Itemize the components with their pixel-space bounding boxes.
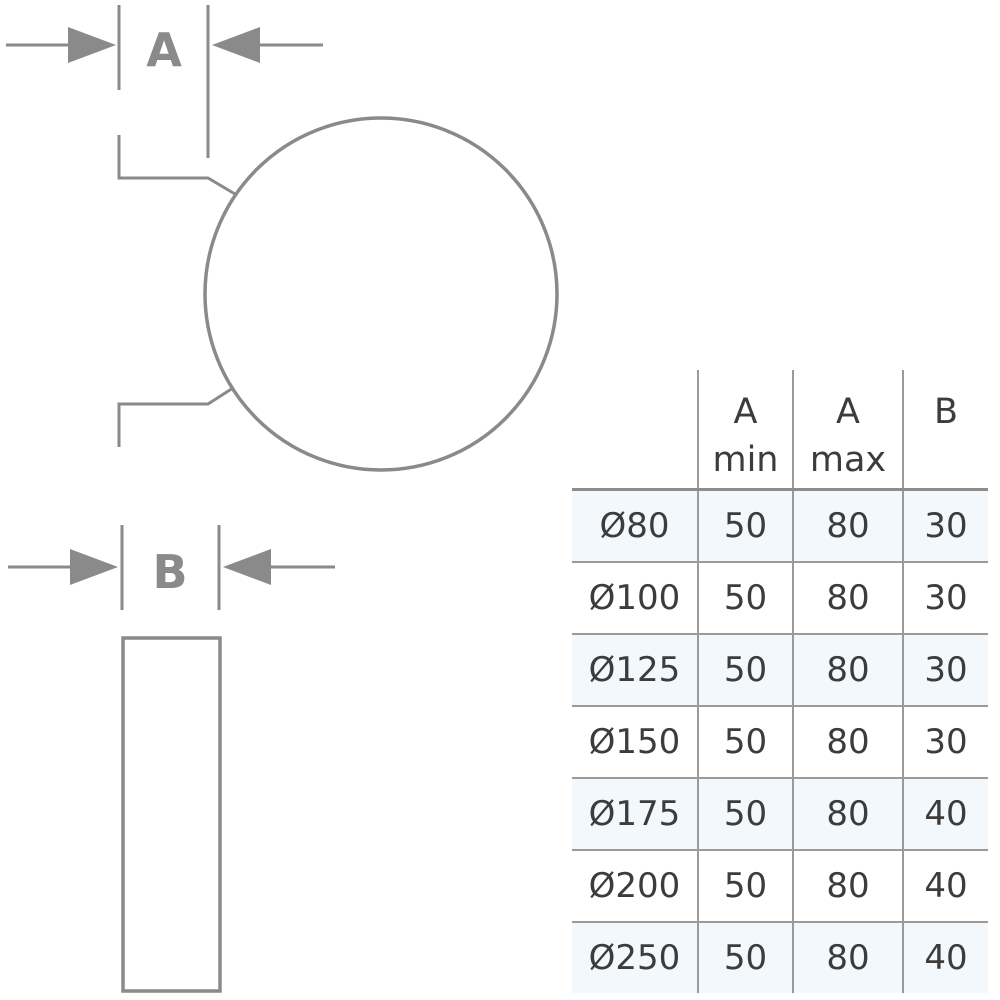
dimension-table: A min A max B Ø80 50 80 30 Ø100 50 80 30… xyxy=(572,370,988,993)
cell-a-max: 80 xyxy=(792,705,903,778)
cell-a-max: 80 xyxy=(792,921,903,993)
cell-a-min: 50 xyxy=(697,705,793,778)
header-a-min: A min xyxy=(697,370,793,491)
cell-diameter: Ø150 xyxy=(572,705,698,778)
dimension-b-label: B xyxy=(152,545,187,599)
cell-diameter: Ø125 xyxy=(572,633,698,706)
dimension-b-left-arrowhead xyxy=(70,549,118,585)
header-b-line1: B xyxy=(933,392,958,432)
cell-b: 40 xyxy=(902,849,988,922)
cell-b: 30 xyxy=(902,561,988,634)
table-row: Ø125 50 80 30 xyxy=(572,633,988,706)
cell-diameter: Ø80 xyxy=(572,489,698,562)
dimension-b xyxy=(8,525,335,610)
cell-a-min: 50 xyxy=(697,777,793,850)
cell-b: 40 xyxy=(902,921,988,993)
cell-b: 30 xyxy=(902,633,988,706)
dimension-b-right-arrowhead xyxy=(223,549,271,585)
cell-diameter: Ø200 xyxy=(572,849,698,922)
collar-side-view xyxy=(121,636,222,993)
header-a-max-line1: A xyxy=(836,392,860,432)
table-row: Ø80 50 80 30 xyxy=(572,489,988,562)
table-header-row: A min A max B xyxy=(572,370,988,491)
cell-b: 30 xyxy=(902,489,988,562)
table-row: Ø150 50 80 30 xyxy=(572,705,988,778)
dimension-a-left-arrowhead xyxy=(68,27,116,63)
header-b: B xyxy=(902,370,988,491)
dimension-a xyxy=(6,5,323,158)
cell-a-min: 50 xyxy=(697,489,793,562)
cell-a-min: 50 xyxy=(697,561,793,634)
table-row: Ø100 50 80 30 xyxy=(572,561,988,634)
cell-diameter: Ø175 xyxy=(572,777,698,850)
cell-a-max: 80 xyxy=(792,489,903,562)
table-row: Ø175 50 80 40 xyxy=(572,777,988,850)
cell-a-min: 50 xyxy=(697,849,793,922)
header-diameter xyxy=(572,370,698,491)
cell-b: 30 xyxy=(902,705,988,778)
cell-diameter: Ø250 xyxy=(572,921,698,993)
table-row: Ø250 50 80 40 xyxy=(572,921,988,993)
cell-a-min: 50 xyxy=(697,921,793,993)
cell-a-max: 80 xyxy=(792,777,903,850)
cell-a-min: 50 xyxy=(697,633,793,706)
cell-diameter: Ø100 xyxy=(572,561,698,634)
pipe-collar-circle xyxy=(203,116,559,472)
cell-b: 40 xyxy=(902,777,988,850)
header-a-min-line1: A xyxy=(733,392,758,432)
cell-a-max: 80 xyxy=(792,633,903,706)
collar-lower-bracket xyxy=(117,386,234,447)
cell-a-max: 80 xyxy=(792,561,903,634)
cell-a-max: 80 xyxy=(792,849,903,922)
dimension-a-right-arrowhead xyxy=(212,27,260,63)
dimension-a-label: A xyxy=(146,23,182,77)
header-a-min-line2: min xyxy=(712,440,779,480)
table-row: Ø200 50 80 40 xyxy=(572,849,988,922)
header-a-max: A max xyxy=(792,370,903,491)
collar-upper-bracket xyxy=(117,135,236,196)
header-a-max-line2: max xyxy=(809,440,887,480)
